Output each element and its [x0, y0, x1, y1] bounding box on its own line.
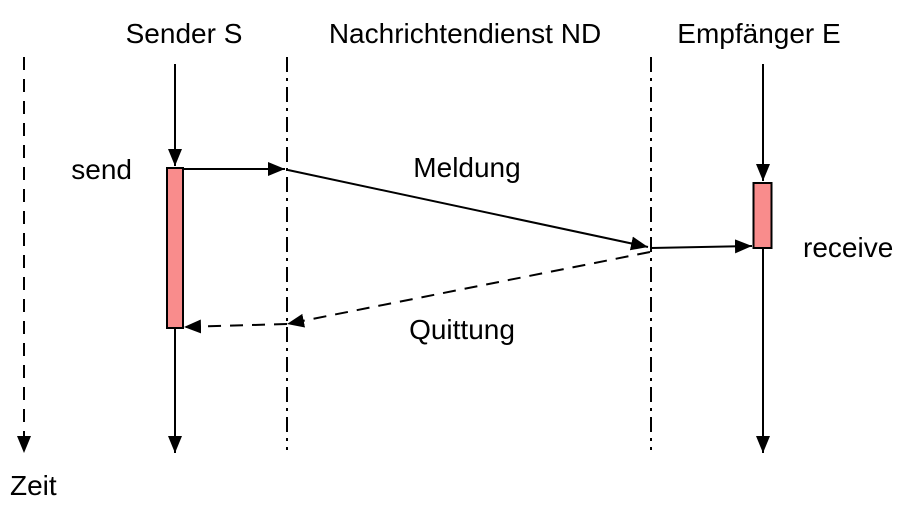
actor-label-empfaenger: Empfänger E: [677, 18, 840, 49]
time-axis-label: Zeit: [10, 470, 57, 501]
empfaenger-activation-bar: [752, 182, 773, 249]
sender-activation-bar: [166, 167, 184, 329]
meldung-label: Meldung: [413, 152, 520, 183]
actor-label-sender: Sender S: [126, 18, 243, 49]
meldung-arrow-segment-3: [650, 239, 753, 254]
quittung-arrow-segment-1: [286, 251, 651, 328]
quittung-label: Quittung: [409, 314, 515, 345]
receive-label: receive: [803, 232, 893, 263]
meldung-arrow-segment-2: [287, 169, 649, 251]
send-label: send: [71, 154, 132, 185]
actor-label-nachrichtendienst: Nachrichtendienst ND: [329, 18, 601, 49]
quittung-arrow-segment-2: [183, 319, 288, 334]
